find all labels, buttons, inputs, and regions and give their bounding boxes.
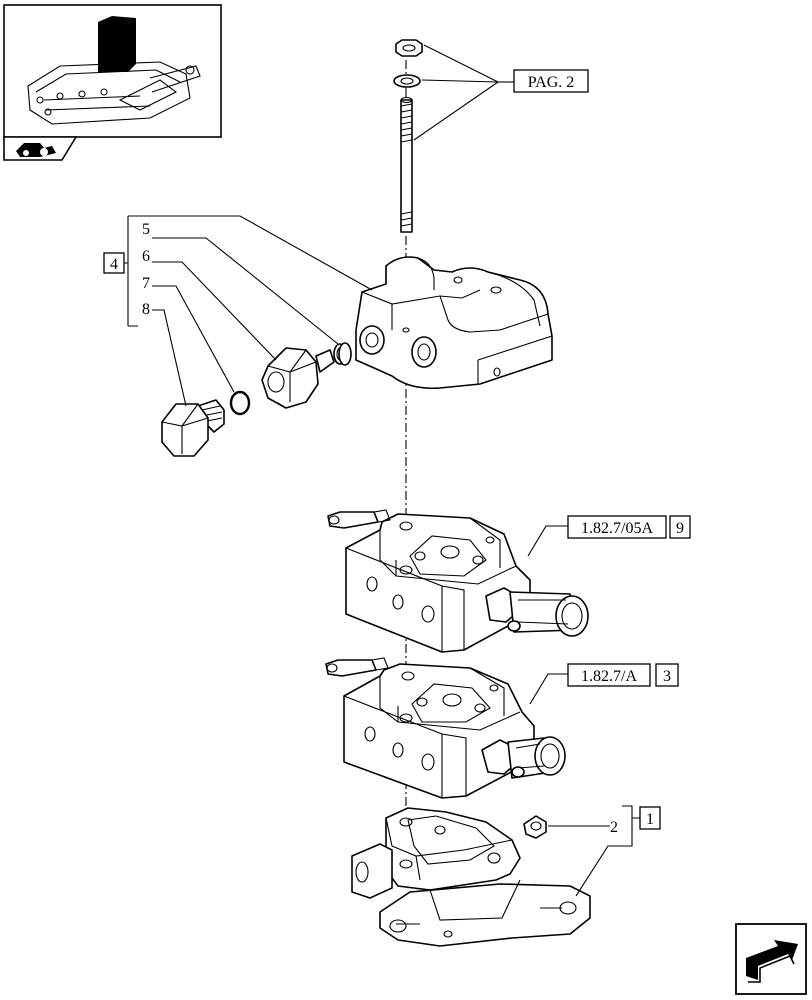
- valve-reference-1-code: 1.82.7/05A: [581, 520, 653, 537]
- valve-reference-2-qty: 3: [663, 668, 671, 685]
- thumbnail-assembly-sketch: [27, 61, 201, 125]
- o-ring-6: [338, 342, 352, 366]
- callout-5: 5: [142, 221, 150, 238]
- callout-6: 6: [142, 248, 150, 265]
- callout-7: 7: [142, 275, 150, 292]
- valve-reference-1-qty: 9: [676, 520, 684, 537]
- thumbnail-panel: [3, 4, 222, 161]
- o-ring-7: [229, 390, 251, 416]
- inlet-base-body: [351, 807, 591, 947]
- item-2-qty-label: 1: [646, 811, 654, 828]
- page-reference: PAG. 2: [413, 44, 589, 141]
- callout-2: 2: [610, 819, 618, 836]
- group-callout: 4 5 6 7 8: [103, 215, 373, 407]
- callout-8: 8: [142, 301, 150, 318]
- stud-bolt-assembly: [393, 39, 423, 233]
- tractor-icon: [16, 143, 56, 157]
- page-reference-label: PAG. 2: [528, 74, 575, 91]
- control-valve-section-2: [325, 657, 566, 799]
- valve-reference-2-code: 1.82.7/A: [581, 668, 637, 685]
- group-qty-label: 4: [110, 256, 118, 273]
- thumbnail-highlight-block: [98, 22, 128, 72]
- valve-reference-2: 1.82.7/A 3: [529, 663, 679, 705]
- next-page-arrow-icon[interactable]: [735, 923, 807, 995]
- end-cover-body: [355, 256, 553, 390]
- control-valve-section-1: [327, 509, 589, 653]
- union-fitting: [261, 343, 347, 409]
- item-2-callout: 2 1: [548, 805, 661, 897]
- hex-plug: [161, 399, 225, 457]
- valve-reference-1: 1.82.7/05A 9: [527, 515, 691, 557]
